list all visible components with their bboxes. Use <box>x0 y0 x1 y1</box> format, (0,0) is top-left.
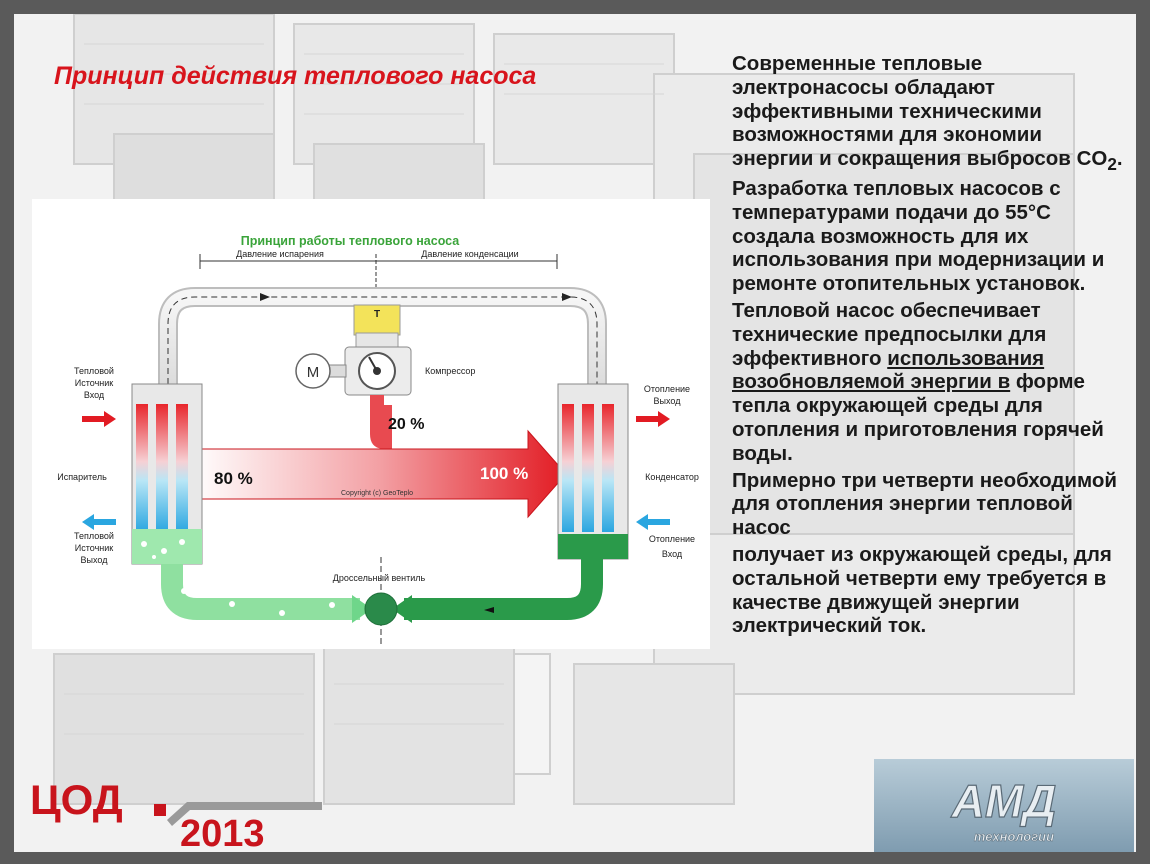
evaporator-label: Испаритель <box>57 472 107 482</box>
heating-in-arrow-icon <box>636 514 670 530</box>
expansion-valve-icon <box>364 592 398 626</box>
diagram-title: Принцип работы теплового насоса <box>241 234 461 248</box>
motor-label: M <box>307 364 320 381</box>
percent-100-label: 100 % <box>480 464 528 483</box>
valve-label: Дроссельный вентиль <box>333 573 426 583</box>
paragraph-2: Тепловой насос обеспечивает технические … <box>732 299 1104 465</box>
condenser <box>557 383 629 560</box>
heat-source-out-arrow-icon <box>82 514 116 530</box>
left-input-label-2: Источник <box>75 378 113 388</box>
condenser-label: Конденсатор <box>645 472 699 482</box>
flow-arrow-icon <box>260 293 270 301</box>
slide: Принцип действия теплового насоса <box>14 14 1136 852</box>
liquid-pipe-right <box>404 559 603 620</box>
flow-arrow-icon <box>562 293 572 301</box>
amd-technologies-logo: АМД технологии <box>874 759 1134 852</box>
pressure-condensation-label: Давление конденсации <box>421 249 518 259</box>
percent-20-label: 20 % <box>388 416 424 433</box>
server-room-background <box>53 14 1075 805</box>
logo-year: 2013 <box>180 813 265 852</box>
copyright-label: Copyright (c) GeoTeplo <box>341 490 413 497</box>
paragraph-3: Примерно три четверти необходимой для от… <box>732 468 1118 540</box>
compressor-label: Компрессор <box>425 366 475 376</box>
right-input-label-1: Отопление <box>649 534 695 544</box>
heating-out-arrow-icon <box>636 411 670 427</box>
heat-source-in-arrow-icon <box>82 411 116 427</box>
paragraph-4: получает из окружающей среды, для осталь… <box>732 543 1112 638</box>
left-input-label-3: Вход <box>84 390 105 400</box>
motor-icon <box>295 353 331 389</box>
logo-text: ЦОД <box>30 776 123 823</box>
temperature-sensor <box>353 304 401 336</box>
electric-energy-flow <box>370 395 392 449</box>
evaporator <box>131 383 203 565</box>
pressure-evaporation-label: Давление испарения <box>236 249 324 259</box>
energy-flow-arrow <box>191 429 567 519</box>
left-input-label-1: Тепловой <box>74 366 114 376</box>
right-output-label-2: Выход <box>654 396 682 406</box>
amd-logo-subtitle: технологии <box>974 829 1054 844</box>
left-output-label-1: Тепловой <box>74 531 114 541</box>
heat-pump-diagram: Принцип работы теплового насоса Давление… <box>32 199 710 649</box>
left-output-label-3: Выход <box>81 555 109 565</box>
paragraph-1: Современные тепловые электронасосы облад… <box>732 52 1123 296</box>
slide-title: Принцип действия теплового насоса <box>54 62 537 90</box>
left-output-label-2: Источник <box>75 543 113 553</box>
svg-text:T: T <box>374 309 380 320</box>
amd-logo-text: АМД <box>951 775 1057 827</box>
tsod-2013-logo: ЦОД 2013 <box>30 776 322 852</box>
description-text: Современные тепловые электронасосы облад… <box>732 52 1124 641</box>
right-output-label-1: Отопление <box>644 384 690 394</box>
liquid-pipe-left <box>161 564 360 620</box>
percent-80-label: 80 % <box>214 469 253 488</box>
right-input-label-2: Вход <box>662 549 683 559</box>
